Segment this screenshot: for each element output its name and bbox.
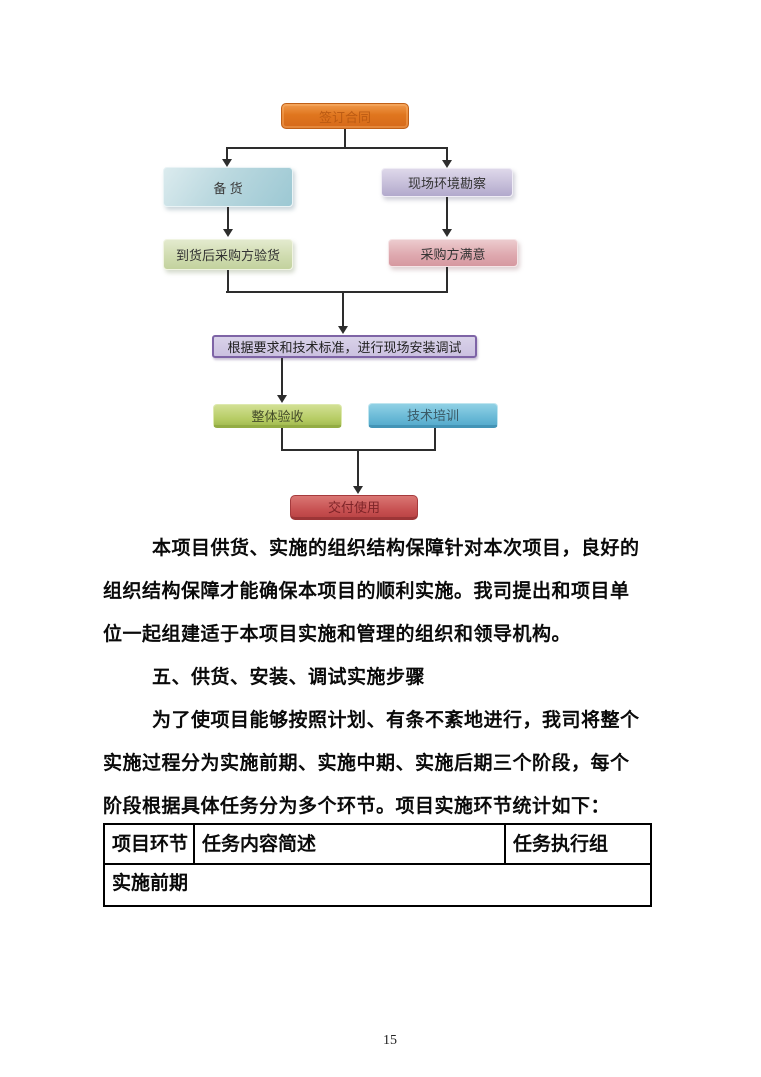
flow-connector (344, 129, 346, 148)
flow-connector (446, 148, 448, 161)
flow-node-label: 采购方满意 (420, 246, 486, 262)
flow-connector (434, 428, 436, 451)
paragraph-line: 实施过程分为实施前期、实施中期、实施后期三个阶段，每个 (103, 753, 630, 774)
flow-connector (357, 451, 359, 488)
flow-node-site-survey: 现场环境勘察 (381, 168, 513, 197)
flow-node-label: 到货后采购方验货 (175, 248, 280, 263)
paragraph-line: 为了使项目能够按照计划、有条不紊地进行，我司将整个 (152, 710, 640, 731)
flow-connector (227, 270, 229, 292)
flow-connector (342, 293, 344, 327)
arrowhead-down-icon (222, 159, 232, 167)
flow-node-arrival-inspection: 到货后采购方验货 (163, 239, 293, 270)
flow-connector (226, 147, 448, 149)
arrowhead-down-icon (442, 229, 452, 237)
paragraph-line: 本项目供货、实施的组织结构保障针对本次项目，良好的 (152, 538, 640, 559)
body-text: 本项目供货、实施的组织结构保障针对本次项目，良好的 组织结构保障才能确保本项目的… (103, 527, 663, 828)
table-header-cell: 项目环节 (105, 825, 195, 863)
paragraph-line: 组织结构保障才能确保本项目的顺利实施。我司提出和项目单 (103, 581, 630, 602)
arrowhead-down-icon (442, 160, 452, 168)
flow-connector (446, 197, 448, 231)
arrowhead-down-icon (353, 486, 363, 494)
flow-node-label: 备 货 (213, 180, 243, 196)
arrowhead-down-icon (338, 326, 348, 334)
flow-node-delivery-for-use: 交付使用 (290, 495, 418, 520)
flow-connector (226, 291, 448, 293)
flow-node-technical-training: 技术培训 (368, 403, 498, 428)
paragraph-line: 位一起组建适于本项目实施和管理的组织和领导机构。 (103, 624, 572, 645)
page-number: 15 (383, 1033, 397, 1048)
flow-node-label: 交付使用 (327, 500, 380, 515)
flow-connector (281, 449, 436, 451)
section-heading: 五、供货、安装、调试实施步骤 (152, 667, 426, 688)
flow-node-label: 根据要求和技术标准，进行现场安装调试 (227, 340, 462, 355)
implementation-steps-table: 项目环节 任务内容简述 任务执行组 实施前期 (103, 823, 652, 907)
table-header-cell: 任务内容简述 (195, 825, 506, 863)
flow-node-label: 签订合同 (318, 109, 371, 125)
flow-node-label: 现场环境勘察 (407, 176, 486, 191)
table-row: 实施前期 (112, 873, 189, 894)
flow-node-overall-acceptance: 整体验收 (213, 404, 342, 428)
flow-node-onsite-install-debug: 根据要求和技术标准，进行现场安装调试 (212, 335, 477, 358)
flow-connector (281, 428, 283, 451)
flow-node-label: 整体验收 (251, 408, 304, 424)
table-header-row: 项目环节 任务内容简述 任务执行组 (105, 825, 650, 865)
flow-connector (446, 267, 448, 292)
flow-node-sign-contract: 签订合同 (281, 103, 409, 129)
table-header-cell: 任务执行组 (513, 834, 609, 855)
flow-node-label: 技术培训 (406, 408, 459, 423)
flow-connector (226, 148, 228, 160)
arrowhead-down-icon (223, 229, 233, 237)
paragraph-line: 阶段根据具体任务分为多个环节。项目实施环节统计如下： (103, 796, 611, 817)
flow-connector (227, 207, 229, 231)
flow-node-purchaser-satisfied: 采购方满意 (388, 239, 518, 267)
arrowhead-down-icon (277, 395, 287, 403)
flow-connector (281, 358, 283, 397)
flow-node-prepare-goods: 备 货 (163, 167, 293, 207)
